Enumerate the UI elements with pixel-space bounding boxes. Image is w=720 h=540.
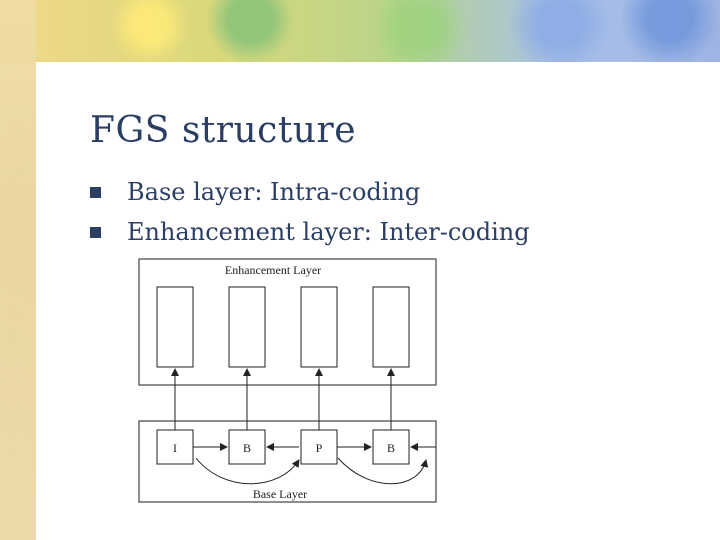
enhancement-layer-label: Enhancement Layer — [225, 263, 321, 277]
curved-prediction-arrow — [195, 457, 300, 485]
base-frame-label: I — [173, 441, 177, 455]
enhancement-frame — [156, 286, 194, 368]
fgs-structure-diagram: Enhancement Layer Base Layer I B P B — [138, 258, 438, 504]
base-frame-label: P — [316, 441, 323, 455]
bullet-list: Base layer: Intra-coding Enhancement lay… — [90, 172, 530, 252]
square-bullet-icon — [90, 226, 101, 238]
base-frame-b — [372, 429, 410, 465]
curved-prediction-arrow — [337, 457, 429, 485]
base-frame-label: B — [387, 441, 395, 455]
base-layer-label: Base Layer — [253, 487, 307, 501]
left-margin-band — [0, 0, 36, 540]
base-frame-p — [300, 429, 338, 465]
floral-banner — [0, 0, 720, 62]
enhancement-frame — [228, 286, 266, 368]
enhancement-frame — [372, 286, 410, 368]
diagram-svg: Enhancement Layer Base Layer I B P B — [138, 258, 437, 503]
bullet-item: Enhancement layer: Inter-coding — [90, 212, 530, 252]
base-frame-label: B — [243, 441, 251, 455]
enhancement-frame — [300, 286, 338, 368]
slide-title: FGS structure — [90, 110, 357, 151]
square-bullet-icon — [90, 186, 101, 198]
bullet-text: Enhancement layer: Inter-coding — [127, 218, 530, 246]
bullet-item: Base layer: Intra-coding — [90, 172, 530, 212]
bullet-text: Base layer: Intra-coding — [127, 178, 421, 206]
